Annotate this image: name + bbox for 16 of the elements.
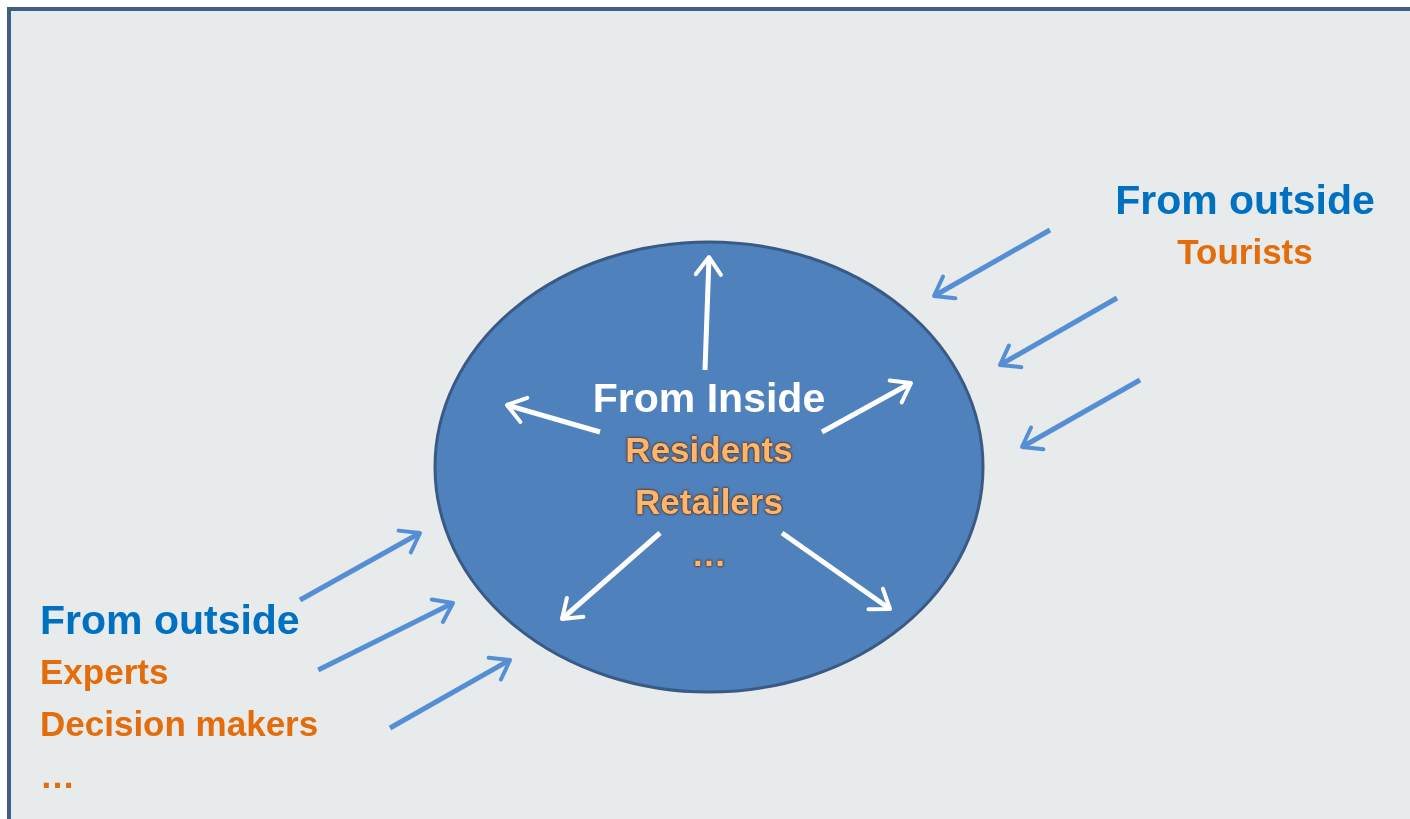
group-member-label: Tourists bbox=[1177, 231, 1313, 273]
group-member-label: Decision makers bbox=[40, 703, 319, 745]
arrow bbox=[317, 597, 455, 673]
group-member-label: Residents bbox=[625, 429, 793, 471]
group-member-label: Retailers bbox=[635, 481, 783, 523]
group-member-label: … bbox=[691, 533, 727, 575]
group-member-label: Experts bbox=[40, 651, 169, 693]
arrow bbox=[298, 528, 422, 603]
group-heading: From Inside bbox=[592, 374, 826, 423]
arrow bbox=[388, 655, 512, 731]
group-member-label: … bbox=[40, 755, 75, 797]
group-heading: From outside bbox=[1115, 176, 1375, 225]
group-heading: From outside bbox=[40, 596, 300, 645]
arrow bbox=[998, 295, 1119, 370]
arrow bbox=[932, 227, 1052, 301]
arrow bbox=[1020, 377, 1142, 452]
